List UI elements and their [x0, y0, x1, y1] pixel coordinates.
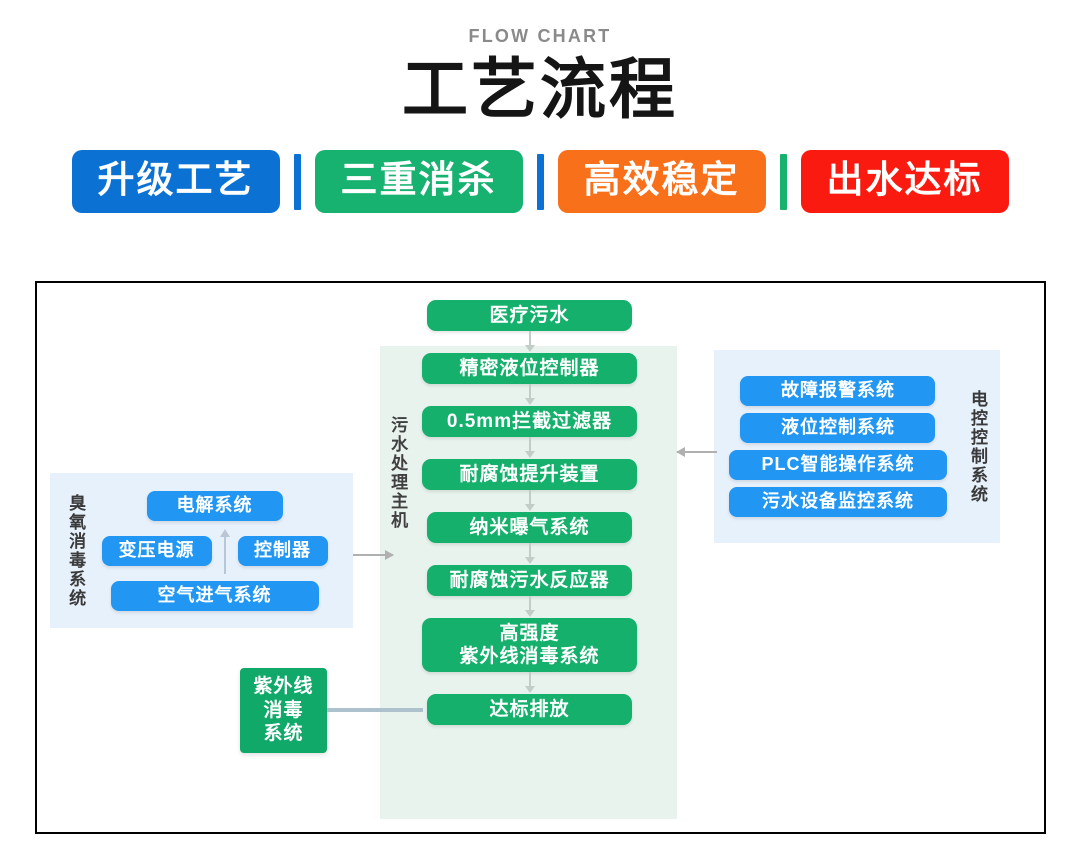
ozone-panel-body: 电解系统 变压电源 控制器 空气进气系统 — [86, 473, 353, 628]
main-host-panel-label: 污水处理主机 — [388, 416, 408, 530]
arrow-shaft — [353, 554, 393, 556]
tag-effluent-compliant[interactable]: 出水达标 — [800, 150, 1009, 214]
control-panel-label: 电控控制系统 — [968, 389, 987, 504]
flow-step-precision-level-controller[interactable]: 精密液位控制器 — [422, 353, 637, 384]
tag-triple-disinfection[interactable]: 三重消杀 — [314, 150, 523, 214]
down-arrow-icon — [524, 331, 536, 353]
feature-tag-row: 升级工艺 三重消杀 高效稳定 出水达标 — [0, 150, 1080, 214]
flow-step-intercept-filter[interactable]: 0.5mm拦截过滤器 — [422, 406, 637, 437]
arrow-head — [676, 447, 685, 457]
down-arrow-icon — [524, 490, 536, 512]
flow-step-nano-aeration[interactable]: 纳米曝气系统 — [427, 512, 632, 543]
ozone-disinfection-panel: 臭氧消毒系统 电解系统 变压电源 控制器 空气进气系统 — [50, 473, 353, 628]
uv-connector-line — [327, 708, 423, 712]
flow-step-corrosion-resistant-lift[interactable]: 耐腐蚀提升装置 — [422, 459, 637, 490]
control-item-plc-operation[interactable]: PLC智能操作系统 — [728, 450, 947, 480]
flow-step-corrosion-resistant-reactor[interactable]: 耐腐蚀污水反应器 — [427, 565, 632, 596]
uv-box-line-3: 系统 — [263, 723, 304, 745]
ozone-item-transformer-power[interactable]: 变压电源 — [101, 535, 212, 566]
tag-upgrade-process[interactable]: 升级工艺 — [71, 150, 280, 214]
flow-step-compliant-discharge[interactable]: 达标排放 — [427, 694, 632, 725]
uv-step-line-2: 紫外线消毒系统 — [459, 646, 600, 667]
up-arrow-icon — [218, 528, 232, 574]
ozone-item-electrolysis[interactable]: 电解系统 — [146, 490, 283, 521]
arrow-control-to-main-icon — [676, 446, 717, 458]
arrow-ozone-to-main-icon — [353, 549, 394, 561]
arrow-head — [385, 550, 394, 560]
down-arrow-icon — [524, 384, 536, 406]
tag-separator-1 — [293, 153, 301, 210]
arrow-shaft — [677, 451, 717, 453]
uv-step-line-1: 高强度 — [499, 622, 560, 644]
ozone-panel-label: 臭氧消毒系统 — [66, 493, 86, 608]
uv-box-line-1: 紫外线 — [253, 675, 314, 697]
page-title: 工艺流程 — [402, 52, 678, 126]
control-item-level-control[interactable]: 液位控制系统 — [740, 413, 936, 443]
control-panel-body: 故障报警系统 液位控制系统 PLC智能操作系统 污水设备监控系统 — [714, 350, 962, 543]
ozone-middle-row: 变压电源 控制器 — [101, 528, 328, 574]
down-arrow-icon — [524, 672, 536, 694]
control-item-equipment-monitoring[interactable]: 污水设备监控系统 — [728, 487, 947, 517]
ozone-item-air-intake[interactable]: 空气进气系统 — [110, 580, 319, 611]
flow-step-medical-wastewater[interactable]: 医疗污水 — [427, 300, 632, 331]
header-kicker: FLOW CHART — [468, 26, 612, 46]
down-arrow-icon — [524, 596, 536, 618]
uv-disinfection-system-box[interactable]: 紫外线 消毒 系统 — [240, 668, 327, 753]
tag-separator-2 — [536, 153, 544, 210]
control-item-fault-alarm[interactable]: 故障报警系统 — [740, 376, 936, 406]
flowchart-frame: 污水处理主机 医疗污水 精密液位控制器 0.5mm拦截过滤器 耐腐蚀提升装置 纳… — [35, 281, 1046, 834]
tag-separator-3 — [779, 153, 787, 210]
down-arrow-icon — [524, 543, 536, 565]
uv-box-line-2: 消毒 — [263, 699, 304, 721]
ozone-item-controller[interactable]: 控制器 — [237, 535, 328, 566]
down-arrow-icon — [524, 437, 536, 459]
flow-step-uv-disinfection[interactable]: 高强度 紫外线消毒系统 — [422, 618, 637, 672]
page-header: FLOW CHART 工艺流程 — [0, 0, 1080, 124]
electrical-control-panel: 故障报警系统 液位控制系统 PLC智能操作系统 污水设备监控系统 电控控制系统 — [714, 350, 1000, 543]
tag-efficient-stable[interactable]: 高效稳定 — [557, 150, 766, 214]
main-flow-column: 医疗污水 精密液位控制器 0.5mm拦截过滤器 耐腐蚀提升装置 纳米曝气系统 耐… — [422, 300, 637, 725]
